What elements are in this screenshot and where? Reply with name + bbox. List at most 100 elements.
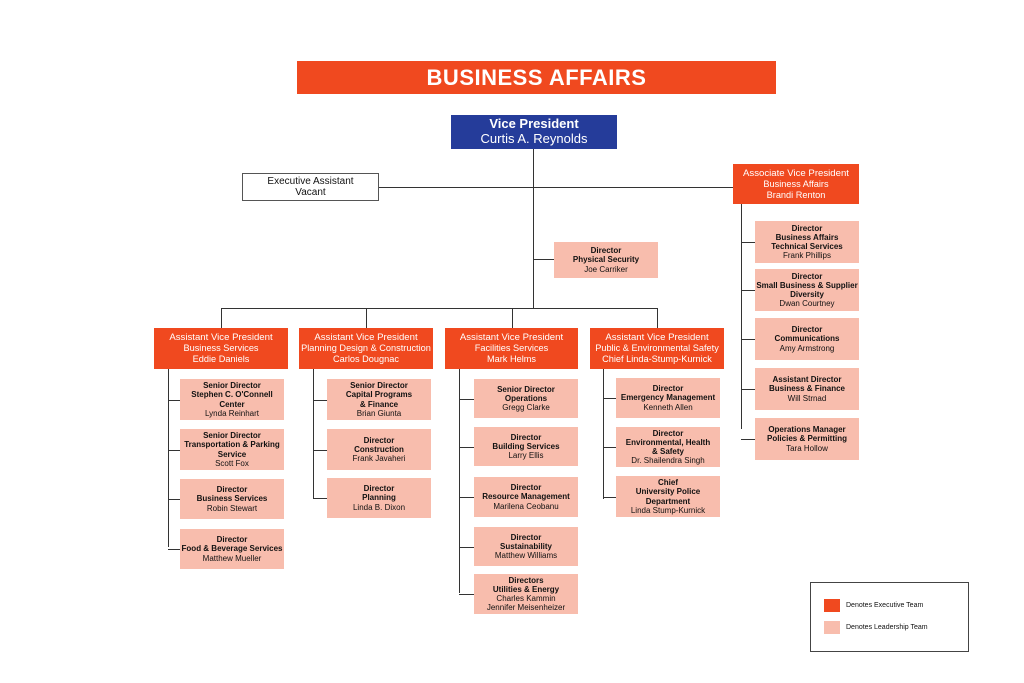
legend-leadership-label: Denotes Leadership Team (846, 624, 928, 631)
report-name: Frank Phillips (782, 251, 831, 261)
report-unit: Building Services (492, 441, 560, 451)
report-unit: Capital Programs & Finance (345, 390, 413, 409)
legend: Denotes Executive Team Denotes Leadershi… (810, 582, 969, 652)
report-role: Director (791, 271, 823, 281)
report-unit: Business Affairs Technical Services (771, 232, 843, 251)
division-report-connector (168, 400, 180, 401)
report-unit: Business Services (196, 494, 268, 504)
report-unit: Resource Management (482, 492, 570, 502)
report-role: Assistant Director (772, 375, 842, 385)
division-report-connector (168, 549, 180, 550)
vp-trunk-line (533, 149, 534, 308)
division-unit: Facilities Services (474, 343, 549, 354)
report-unit: Food & Beverage Services (181, 544, 283, 554)
report-role: Director (510, 432, 542, 442)
report-role: Director (791, 223, 823, 233)
report-role: Senior Director (203, 431, 261, 441)
avp-report-connector (741, 339, 755, 340)
division-drop-4 (657, 308, 658, 328)
division-report-connector (459, 399, 474, 400)
report-name: Tara Hollow (786, 443, 828, 453)
division-role: Assistant Vice President (459, 332, 564, 344)
report-name: Lynda Reinhart (205, 408, 259, 418)
report-role: Senior Director (203, 381, 261, 391)
report-unit: Business & Finance (768, 384, 846, 394)
division-role: Assistant Vice President (605, 332, 709, 344)
report-role: Director (216, 535, 248, 545)
div4-spine (603, 369, 604, 499)
report-role: Chief (658, 478, 678, 488)
div3-spine (459, 369, 460, 593)
report-role: Operations Manager (768, 425, 846, 435)
division-name: Carlos Dougnac (333, 354, 399, 365)
security-branch-line (533, 259, 554, 260)
division-drop-2 (366, 308, 367, 328)
vp-name: Curtis A. Reynolds (480, 131, 588, 146)
report-role: Director (652, 384, 684, 394)
division-report-connector (603, 398, 616, 399)
vice-president-box: Vice President Curtis A. Reynolds (451, 115, 617, 149)
report-name: Larry Ellis (508, 451, 544, 461)
report-role: Director (510, 483, 542, 493)
report-role: Senior Director (497, 384, 555, 394)
physical-security-role: Director (590, 246, 622, 256)
division-report-connector (313, 450, 327, 451)
division-report-connector (603, 447, 616, 448)
report-unit: Stephen C. O'Connell Center (191, 390, 273, 409)
division-report-connector (313, 498, 327, 499)
report-unit: Planning (362, 493, 396, 503)
legend-leadership-swatch (824, 621, 840, 634)
division-report-connector (603, 497, 616, 498)
division-report-connector (168, 450, 180, 451)
division-drop-3 (512, 308, 513, 328)
report-unit: Operations (504, 393, 548, 403)
report-name: Robin Stewart (206, 503, 258, 513)
report-name: Linda B. Dixon (352, 502, 406, 512)
report-role: Director (363, 435, 395, 445)
vp-role: Vice President (489, 116, 579, 132)
report-unit: Small Business & Supplier Diversity (756, 280, 858, 299)
associate-vp-name: Brandi Renton (766, 189, 826, 200)
physical-security-box: Director Physical Security Joe Carriker (554, 242, 658, 278)
report-name: Kenneth Allen (643, 402, 693, 412)
report-role: Director (791, 325, 823, 335)
division-unit: Public & Environmental Safety (595, 343, 719, 354)
exec-assistant-name: Vacant (295, 187, 326, 198)
avp-report-connector (741, 242, 755, 243)
division-bus-line (221, 308, 658, 309)
report-role: Director (216, 485, 248, 495)
division-report-connector (313, 400, 327, 401)
division-drop-1 (221, 308, 222, 328)
exec-assistant-role: Executive Assistant (267, 175, 354, 187)
exec-branch-line (379, 187, 733, 188)
associate-vp-unit: Business Affairs (763, 178, 829, 189)
division-role: Assistant Vice President (169, 332, 273, 344)
legend-executive-swatch (824, 599, 840, 612)
report-unit: Utilities & Energy (492, 584, 560, 594)
report-name: Dwan Courtney (779, 299, 835, 309)
report-role: Director (652, 428, 684, 438)
report-name: Matthew Williams (494, 551, 558, 561)
report-role: Senior Director (350, 381, 408, 391)
report-name: Brian Giunta (356, 408, 402, 418)
division-report-connector (459, 594, 474, 595)
division-role: Assistant Vice President (314, 332, 418, 344)
division-report-connector (459, 547, 474, 548)
report-name: Will Strnad (787, 393, 827, 403)
report-role: Directors (508, 575, 544, 585)
division-name: Eddie Daniels (192, 354, 250, 365)
div2-spine (313, 369, 314, 499)
